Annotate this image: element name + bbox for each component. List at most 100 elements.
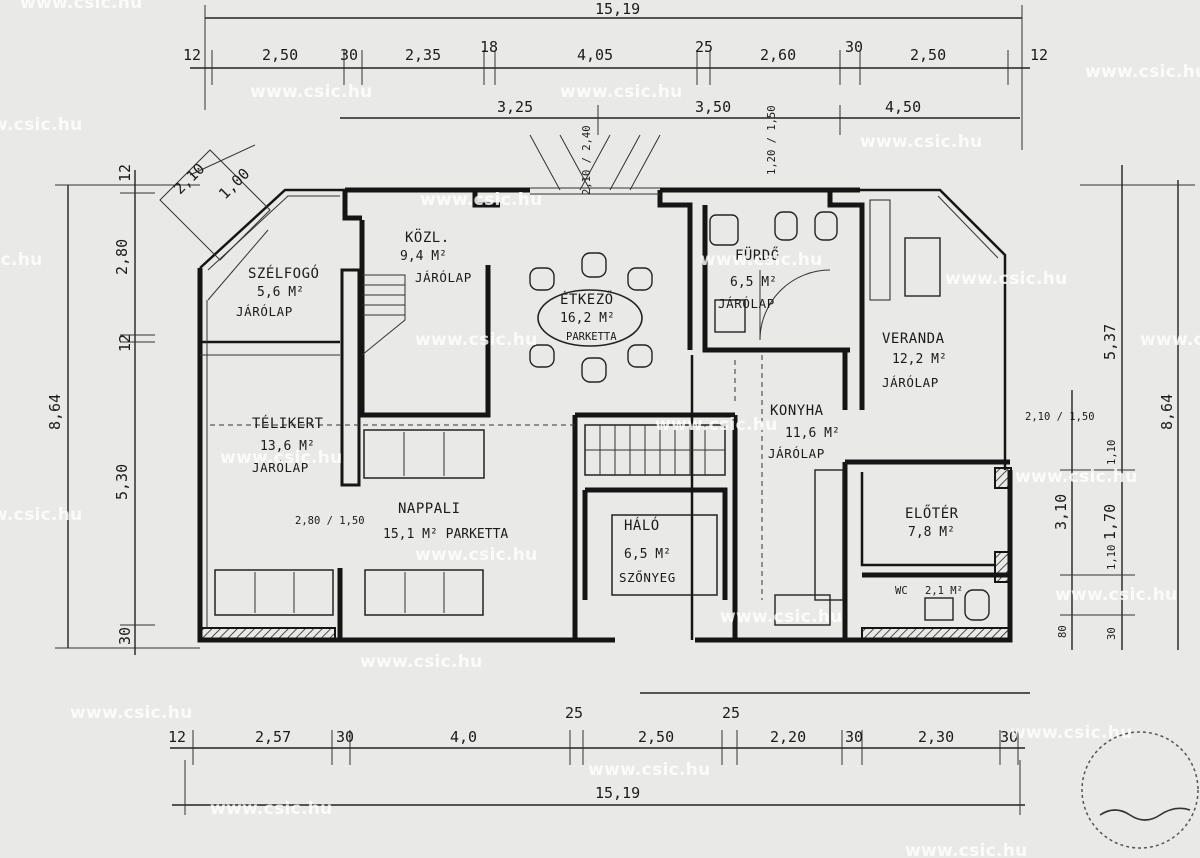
opening-dim-1: 1,20 / 1,50 xyxy=(766,105,778,175)
watermark: www.csic.hu xyxy=(1085,62,1200,82)
left-dim-0: 12 xyxy=(116,164,134,182)
left-dimension-chain: 8,64 12 2,80 12 5,30 30 xyxy=(46,164,200,655)
top-dim-4: 18 xyxy=(480,38,498,56)
room-nappali: NAPPALI 15,1 M² PARKETTA xyxy=(383,501,508,542)
room-kozl: KÖZL. 9,4 M² JÁRÓLAP xyxy=(400,228,472,285)
bottom-dim-1: 2,57 xyxy=(255,728,291,746)
watermark: www.csic.hu xyxy=(655,415,778,435)
left-overall-depth: 8,64 xyxy=(46,394,64,430)
furniture xyxy=(214,199,990,626)
watermark: www.csic.hu xyxy=(860,132,983,152)
top-dim-7: 2,60 xyxy=(760,46,796,64)
room-floor-etkezo: PARKETTA xyxy=(566,331,617,343)
room-area-halo: 6,5 M² xyxy=(624,547,671,562)
bottom-dim-9: 2,30 xyxy=(918,728,954,746)
interior-walls xyxy=(200,190,1010,640)
room-area-eloter: 7,8 M² xyxy=(908,525,955,540)
bottom-dim-4: 25 xyxy=(565,704,583,722)
top-row2-dim-2: 4,50 xyxy=(885,98,921,116)
room-name-konyha: KONYHA xyxy=(770,403,824,419)
right-dim-2: 1,70 xyxy=(1101,504,1119,540)
top-row2-dim-1: 3,50 xyxy=(695,98,731,116)
right-dim-6: 80 xyxy=(1057,625,1069,638)
right-dim-0: 5,37 xyxy=(1101,324,1119,360)
watermark: www.csic.hu xyxy=(588,760,711,780)
room-area-etkezo: 16,2 M² xyxy=(560,311,615,326)
top-dim-6: 25 xyxy=(695,38,713,56)
left-dim-3: 5,30 xyxy=(113,464,131,500)
watermark: www.csic.hu xyxy=(360,652,483,672)
watermark: www.csic.hu xyxy=(945,269,1068,289)
room-name-eloter: ELŐTÉR xyxy=(905,504,959,522)
bottom-dim-5: 2,50 xyxy=(638,728,674,746)
bay-dim-0: 2,10 xyxy=(170,160,208,198)
watermark: www.csic.hu xyxy=(220,448,343,468)
room-area-furdo: 6,5 M² xyxy=(730,275,777,290)
watermark: www.csic.hu xyxy=(1010,723,1133,743)
room-floor-kozl: JÁRÓLAP xyxy=(415,270,472,285)
room-telikert: TÉLIKERT 13,6 M² JÁRÓLAP xyxy=(252,415,324,475)
room-name-halo: HÁLÓ xyxy=(624,516,660,534)
room-name-telikert: TÉLIKERT xyxy=(252,415,324,432)
room-area-wc: 2,1 M² xyxy=(925,585,963,597)
top-dim-5: 4,05 xyxy=(577,46,613,64)
watermark: www.csic.hu xyxy=(250,82,373,102)
room-name-kozl: KÖZL. xyxy=(405,228,450,246)
top-dim-3: 2,35 xyxy=(405,46,441,64)
left-dim-4: 30 xyxy=(116,627,134,645)
room-area-kozl: 9,4 M² xyxy=(400,249,447,264)
right-dim-1: 3,10 xyxy=(1052,494,1070,530)
watermark: www.csic.hu xyxy=(415,545,538,565)
top-dim-2: 30 xyxy=(340,46,358,64)
room-name-nappali: NAPPALI xyxy=(398,501,461,517)
bay-dim-1: 1,00 xyxy=(215,165,253,203)
bottom-dim-7: 2,20 xyxy=(770,728,806,746)
room-etkezo: ÉTKEZŐ 16,2 M² PARKETTA xyxy=(560,290,617,343)
right-dim-3: 1,10 xyxy=(1106,440,1118,465)
watermark: www.csic.hu xyxy=(1055,585,1178,605)
watermark: www.csic.hu xyxy=(20,0,143,13)
room-halo: HÁLÓ 6,5 M² SZŐNYEG xyxy=(619,516,675,585)
bottom-dim-8: 30 xyxy=(845,728,863,746)
opening-dim-3: 2,80 / 1,50 xyxy=(295,515,365,527)
right-dim-5: 30 xyxy=(1106,627,1118,640)
bottom-overall-width: 15,19 xyxy=(595,784,640,802)
top-row2-dim-0: 3,25 xyxy=(497,98,533,116)
room-furdo: FÜRDŐ 6,5 M² JÁRÓLAP xyxy=(718,246,780,311)
bottom-dimension-chain: 12 2,57 30 4,0 25 2,50 25 2,20 30 2,30 3… xyxy=(168,692,1030,815)
top-overall-width: 15,19 xyxy=(595,0,640,18)
watermark: www.csic.hu xyxy=(560,82,683,102)
stamp-seal xyxy=(1081,731,1199,849)
room-name-furdo: FÜRDŐ xyxy=(735,246,780,264)
room-area-szelfogo: 5,6 M² xyxy=(257,285,304,300)
bottom-dim-3: 4,0 xyxy=(450,728,477,746)
top-dim-1: 2,50 xyxy=(262,46,298,64)
right-dim-4: 1,10 xyxy=(1106,545,1118,570)
room-area-konyha: 11,6 M² xyxy=(785,426,840,441)
left-dim-1: 2,80 xyxy=(113,239,131,275)
top-dim-0: 12 xyxy=(183,46,201,64)
room-name-etkezo: ÉTKEZŐ xyxy=(560,290,614,308)
room-name-wc: WC xyxy=(895,585,908,597)
watermark: www.csic.hu xyxy=(0,505,83,525)
room-konyha: KONYHA 11,6 M² JÁRÓLAP xyxy=(768,403,840,461)
watermark: www.csic.hu xyxy=(0,250,43,270)
room-name-szelfogo: SZÉLFOGÓ xyxy=(248,264,319,282)
room-floor-furdo: JÁRÓLAP xyxy=(718,296,775,311)
right-dimension-chain: 8,64 5,37 3,10 1,70 1,10 1,10 30 80 xyxy=(1052,165,1195,650)
bottom-dim-2: 30 xyxy=(336,728,354,746)
room-floor-konyha: JÁRÓLAP xyxy=(768,446,825,461)
watermark: www.csic.hu xyxy=(1140,330,1200,350)
stairs-and-details xyxy=(159,134,831,628)
bottom-dim-6: 25 xyxy=(722,704,740,722)
room-floor-szelfogo: JÁRÓLAP xyxy=(236,304,293,319)
top-dim-9: 2,50 xyxy=(910,46,946,64)
watermark: www.csic.hu xyxy=(70,703,193,723)
room-floor-veranda: JÁRÓLAP xyxy=(882,375,939,390)
left-dim-2: 12 xyxy=(116,334,134,352)
right-overall-depth: 8,64 xyxy=(1158,394,1176,430)
opening-dim-2: 2,10 / 1,50 xyxy=(1025,411,1095,423)
room-wc: WC 2,1 M² xyxy=(895,585,963,597)
